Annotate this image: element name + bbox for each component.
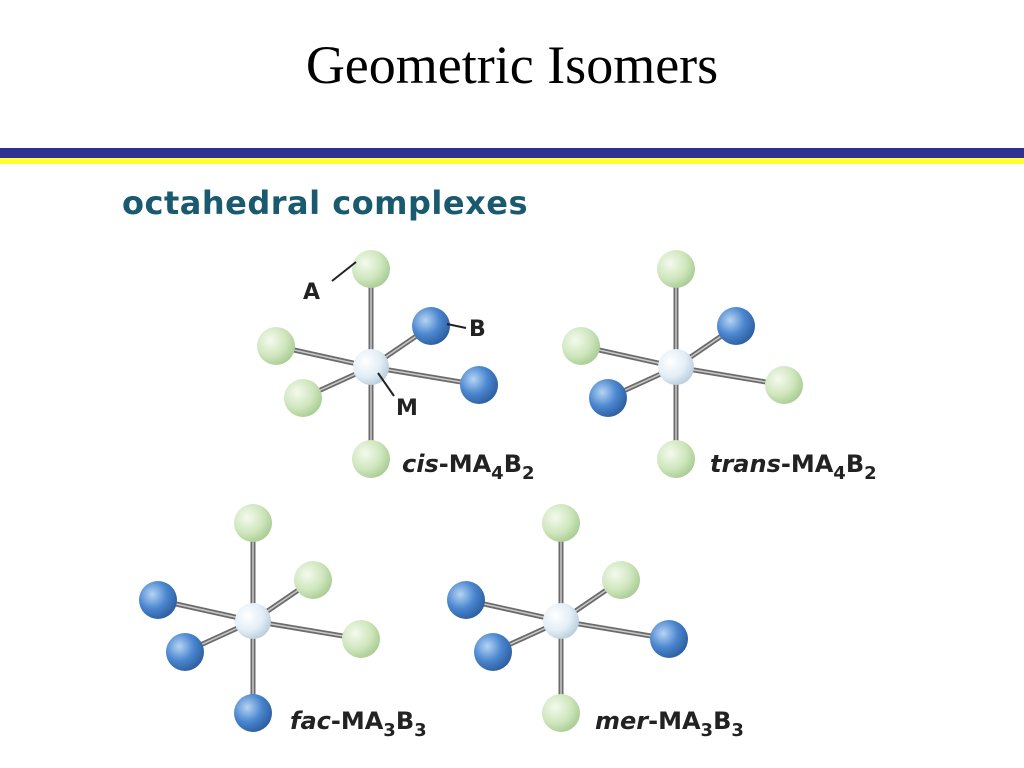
caption-fac: fac-MA3B3: [290, 707, 427, 741]
caption-trans-n2: 2: [864, 463, 877, 484]
ligand-A-atom: [542, 504, 580, 542]
caption-fac-n1: 3: [383, 720, 396, 741]
ligand-A-atom: [294, 561, 332, 599]
caption-trans: trans-MA4B2: [710, 450, 877, 484]
ligand-B-atom: [412, 307, 450, 345]
ligand-A-atom: [657, 250, 695, 288]
subtitle: octahedral complexes: [122, 184, 528, 222]
label-M: M: [396, 396, 418, 421]
ligand-B-atom: [447, 581, 485, 619]
pointer-A: [331, 261, 357, 282]
label-pointers: [331, 261, 467, 397]
divider-yellow: [0, 158, 1024, 164]
ligand-A-atom: [284, 379, 322, 417]
ligand-B-atom: [166, 633, 204, 671]
caption-cis-formula2: B: [504, 450, 522, 478]
ligand-B-atom: [650, 620, 688, 658]
caption-fac-formula: -MA: [331, 707, 384, 735]
caption-mer-n1: 3: [701, 720, 714, 741]
caption-cis-prefix: cis: [402, 450, 439, 478]
ligand-A-atom: [234, 504, 272, 542]
molecule-mer: [447, 504, 688, 732]
caption-mer-prefix: mer: [595, 707, 650, 735]
caption-fac-n2: 3: [414, 720, 427, 741]
caption-cis-n2: 2: [522, 463, 535, 484]
caption-cis: cis-MA4B2: [402, 450, 535, 484]
caption-cis-formula: -MA: [439, 450, 492, 478]
ligand-B-atom: [139, 581, 177, 619]
divider-blue: [0, 148, 1024, 158]
pointer-B: [446, 323, 467, 329]
caption-mer: mer-MA3B3: [595, 707, 744, 741]
caption-cis-n1: 4: [491, 463, 504, 484]
caption-mer-formula: -MA: [648, 707, 701, 735]
ligand-A-atom: [342, 620, 380, 658]
metal-atom-M: [543, 603, 579, 639]
caption-trans-formula2: B: [846, 450, 864, 478]
ligand-A-atom: [257, 327, 295, 365]
ligand-A-atom: [542, 694, 580, 732]
molecules-layer: [139, 250, 803, 732]
caption-fac-formula2: B: [396, 707, 414, 735]
ligand-A-atom: [765, 366, 803, 404]
pointer-M: [377, 372, 395, 397]
ligand-B-atom: [474, 633, 512, 671]
caption-fac-prefix: fac: [290, 707, 331, 735]
molecule-trans: [562, 250, 803, 478]
metal-atom-M: [235, 603, 271, 639]
ligand-A-atom: [562, 327, 600, 365]
molecule-cis: [257, 250, 498, 478]
caption-mer-formula2: B: [713, 707, 731, 735]
metal-atom-M: [658, 349, 694, 385]
ligand-B-atom: [717, 307, 755, 345]
ligand-B-atom: [460, 366, 498, 404]
label-A: A: [303, 280, 320, 305]
caption-mer-n2: 3: [731, 720, 744, 741]
ligand-B-atom: [234, 694, 272, 732]
ligand-A-atom: [352, 250, 390, 288]
page-title: Geometric Isomers: [305, 35, 719, 95]
ligand-A-atom: [657, 440, 695, 478]
caption-trans-prefix: trans: [710, 450, 781, 478]
label-B: B: [469, 317, 486, 342]
ligand-A-atom: [352, 440, 390, 478]
caption-trans-formula: -MA: [781, 450, 834, 478]
molecule-fac: [139, 504, 380, 732]
ligand-B-atom: [589, 379, 627, 417]
ligand-A-atom: [602, 561, 640, 599]
caption-trans-n1: 4: [833, 463, 846, 484]
